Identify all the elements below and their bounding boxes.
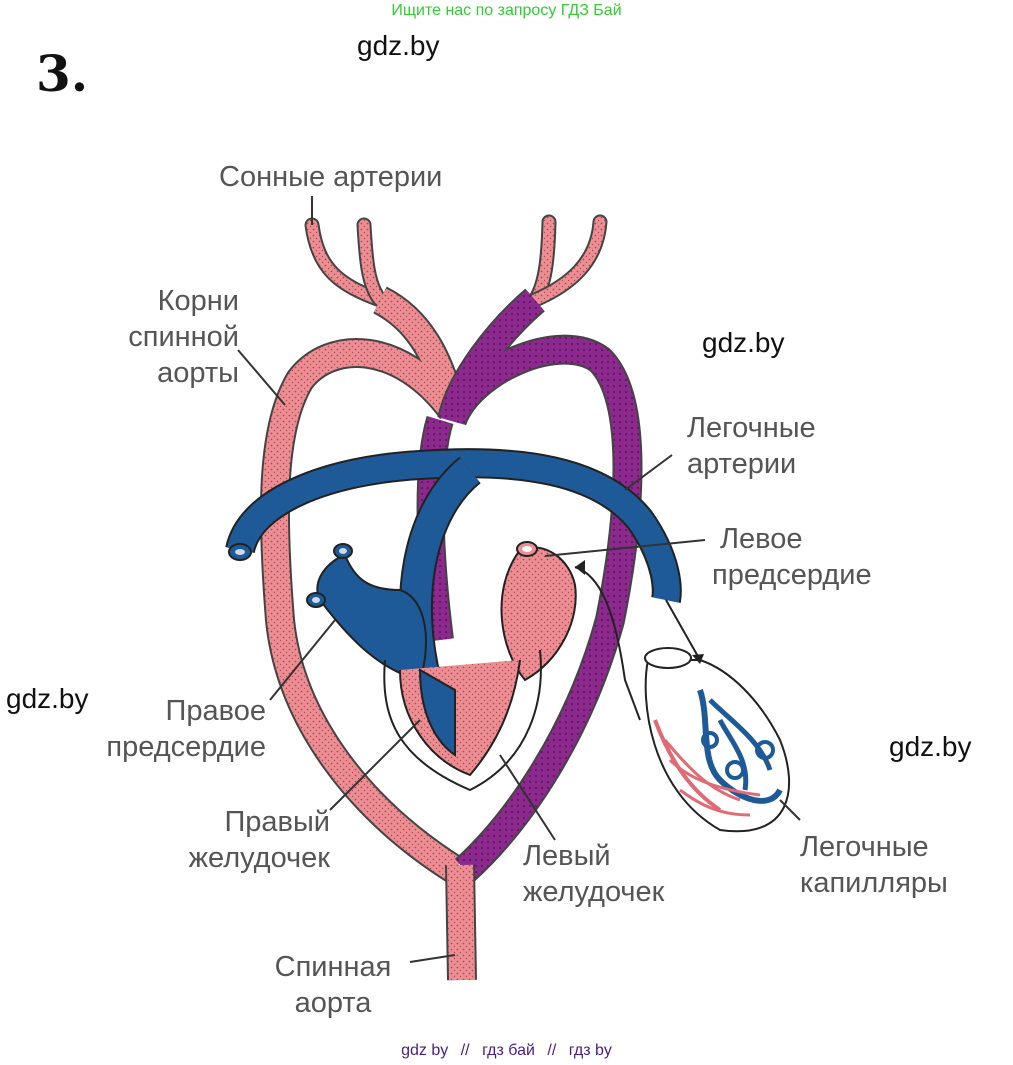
right-atrium-shape	[306, 543, 427, 682]
label-left-ventricle: Левый желудочек	[523, 840, 665, 908]
label-right-ventricle: Правый желудочек	[188, 806, 330, 874]
right-aortic-root	[437, 288, 643, 882]
watermark: gdz.by	[6, 683, 89, 714]
watermark: gdz.by	[889, 731, 972, 762]
left-atrium-shape	[500, 541, 577, 682]
label-carotid-arteries: Сонные артерии	[219, 161, 443, 193]
ventricles-shape	[383, 649, 542, 792]
bottom-banner-part: гдз бай	[482, 1042, 535, 1059]
label-pulmonary-arteries: Легочные артерии	[687, 412, 816, 480]
label-pulmonary-capillaries: Легочные капилляры	[800, 831, 948, 899]
leader-lines	[237, 196, 801, 963]
carotid-arteries-right	[527, 214, 608, 308]
bottom-banner-part: гдз by	[568, 1042, 612, 1059]
bottom-banner-part: gdz by	[401, 1042, 449, 1059]
watermark: gdz.by	[357, 30, 440, 61]
pulmonary-artery	[225, 448, 682, 603]
carotid-arteries-left	[304, 217, 388, 308]
top-banner: Ищите нас по запросу ГДЗ Бай	[391, 2, 622, 19]
label-right-atrium: Правое предсердие	[106, 695, 266, 763]
watermark: gdz.by	[702, 327, 785, 358]
arrow-to-lung	[665, 599, 701, 661]
bottom-banner-separator: //	[460, 1042, 470, 1059]
label-aorta-roots: Корни спинной аорты	[128, 285, 239, 389]
label-left-atrium: Левое предсердие	[712, 523, 872, 591]
label-dorsal-aorta: Спинная аорта	[274, 951, 392, 1019]
bottom-banner: gdz by // гдз бай // гдз by	[0, 1042, 1013, 1060]
dorsal-aorta	[445, 864, 477, 981]
bottom-banner-separator: //	[547, 1042, 557, 1059]
lung-capillaries	[644, 647, 791, 833]
task-number: 3.	[36, 44, 89, 103]
